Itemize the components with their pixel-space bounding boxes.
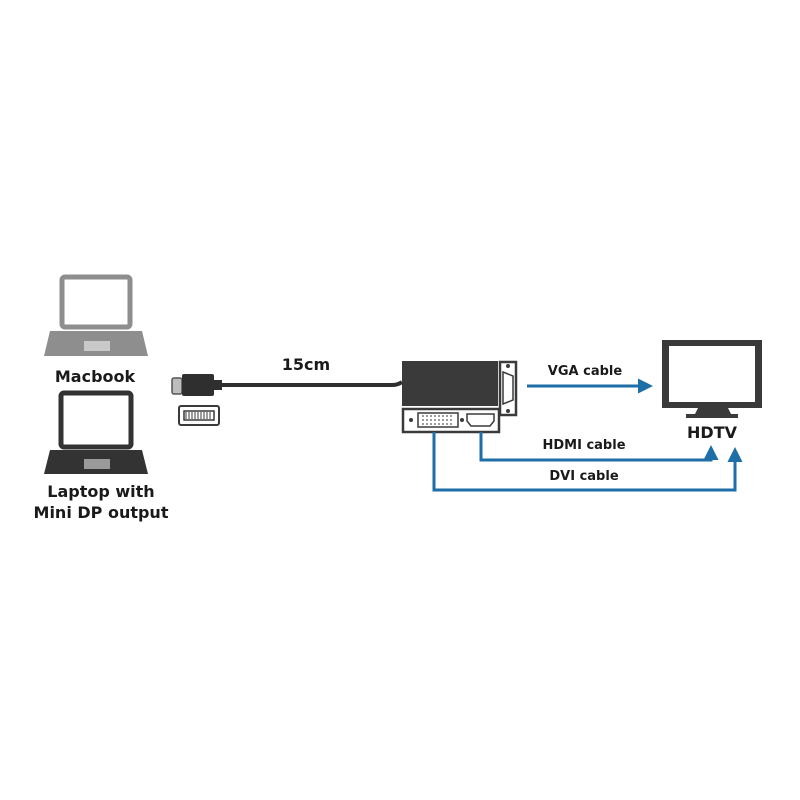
hdtv-label: HDTV (687, 423, 738, 442)
hdtv-icon (662, 340, 762, 418)
laptop-label-line2: Mini DP output (34, 503, 169, 522)
laptop-label-line1: Laptop with (47, 482, 154, 501)
adapter-box (401, 360, 518, 434)
vga-cable-label: VGA cable (548, 364, 623, 379)
cable-length-label: 15cm (282, 355, 330, 374)
hdmi-cable-arrow (479, 432, 719, 462)
dvi-cable-label: DVI cable (549, 469, 618, 484)
adapter-cable (222, 380, 404, 387)
dvi-cable-arrow (432, 432, 743, 492)
hdmi-cable-label: HDMI cable (542, 438, 625, 453)
mini-dp-plug (171, 374, 222, 396)
mini-dp-pin-face-icon (178, 405, 220, 426)
macbook-icon (44, 274, 148, 356)
laptop-icon (44, 390, 148, 474)
macbook-label: Macbook (55, 367, 136, 386)
